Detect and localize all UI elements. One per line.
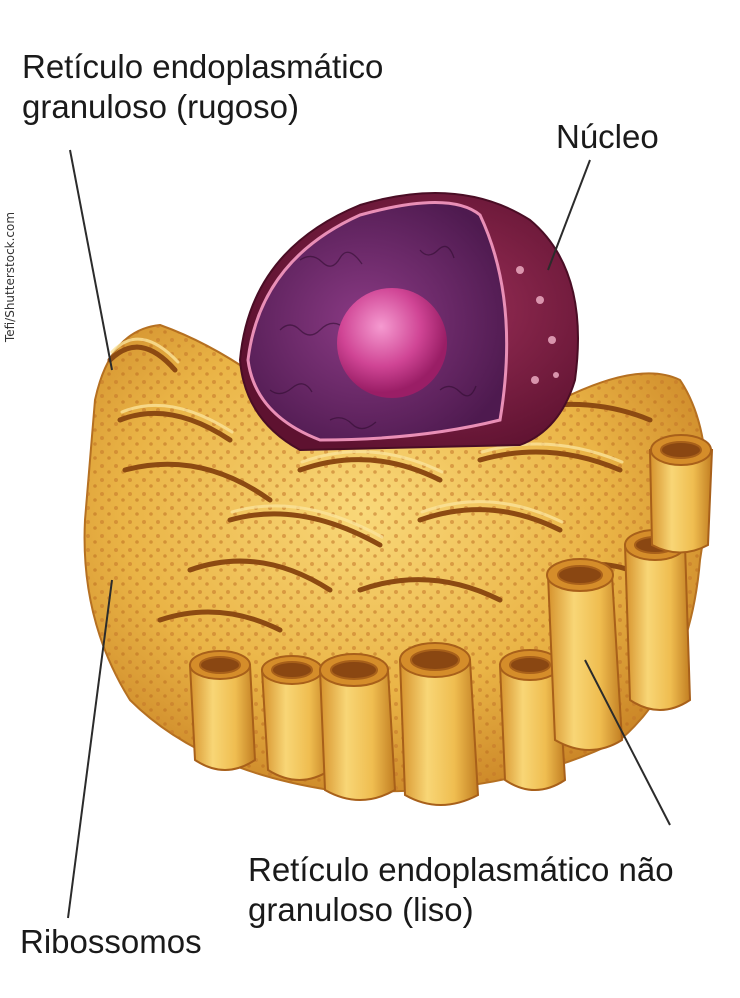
label-nucleus: Núcleo [556, 118, 659, 155]
label-smooth-er-line2: granuloso (liso) [248, 891, 474, 928]
label-rough-er-line2: granuloso (rugoso) [22, 88, 299, 125]
label-rough-er: Retículo endoplasmático granuloso (rugos… [22, 47, 442, 127]
leader-line-nucleus [547, 159, 591, 271]
label-smooth-er-line1: Retículo endoplasmático não [248, 851, 674, 888]
leader-line-ribosomes [67, 579, 113, 919]
label-rough-er-line1: Retículo endoplasmático [22, 48, 384, 85]
leader-line-smooth-er [584, 659, 671, 826]
smooth-er-tubes [188, 434, 714, 806]
leader-line-rough-er [69, 149, 113, 371]
nucleus-illustration [238, 192, 579, 452]
label-ribosomes: Ribossomos [20, 923, 202, 960]
nucleolus [337, 288, 447, 398]
label-smooth-er: Retículo endoplasmático não granuloso (l… [248, 850, 728, 930]
